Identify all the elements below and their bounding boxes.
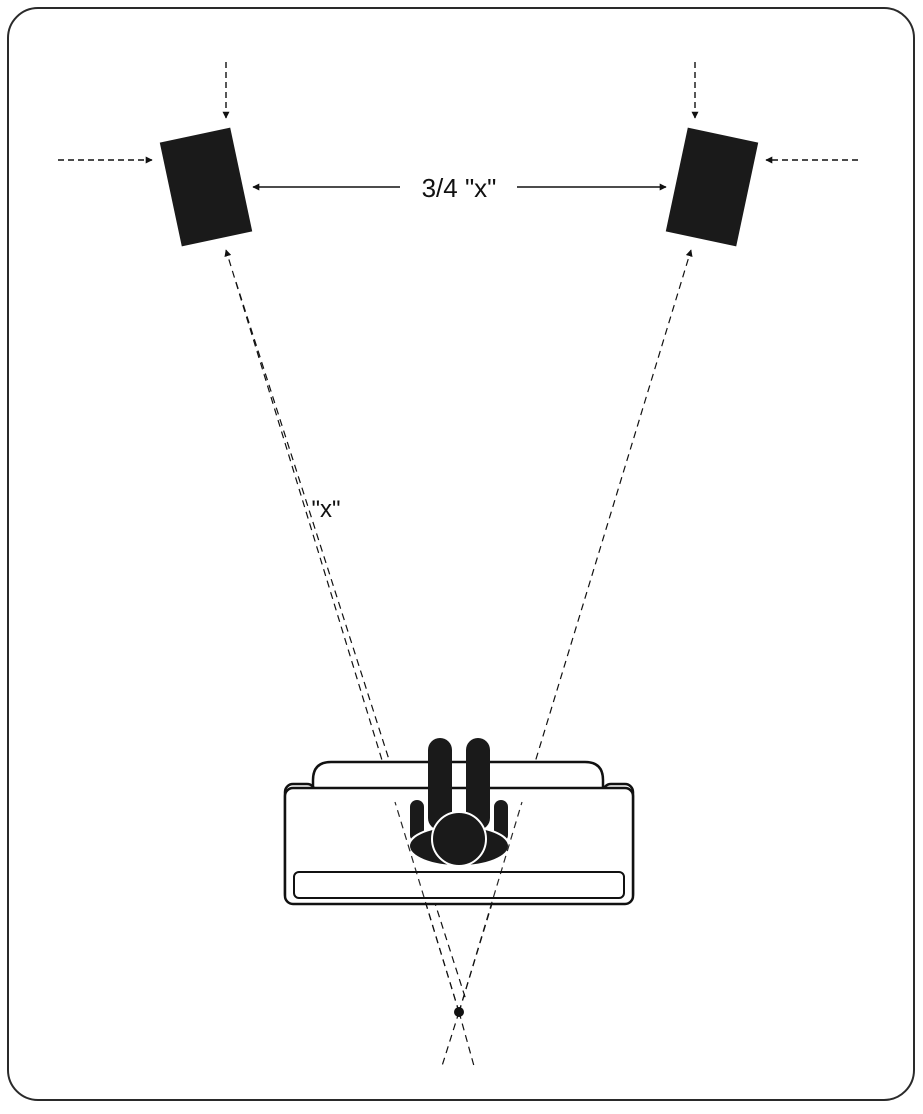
listener-left-leg [428,738,452,830]
listener-right-leg [466,738,490,830]
sightline-overlay-right [458,801,523,1013]
sofa-cushion [293,871,625,899]
listener-right-hand [494,800,508,842]
speaker-spacing-label: 3/4 "x" [422,173,497,203]
right-speaker [665,127,759,247]
diagram-frame [7,7,915,1101]
listener-distance-label: "x" [311,496,340,523]
listener-left-hand [410,800,424,842]
sightlines-overlay [394,801,523,1013]
sightlines [224,249,693,1067]
focal-point-dot [454,1007,464,1017]
listener-head [431,811,487,867]
left-speaker [159,127,253,247]
sightline-overlay-left [394,801,460,1013]
sightline-to-left-speaker-extension [458,1011,475,1067]
listener [408,738,510,867]
wall-arrows [58,62,858,164]
sightline-to-right-speaker-extension [441,1011,460,1067]
sofa-backrest [311,760,605,790]
